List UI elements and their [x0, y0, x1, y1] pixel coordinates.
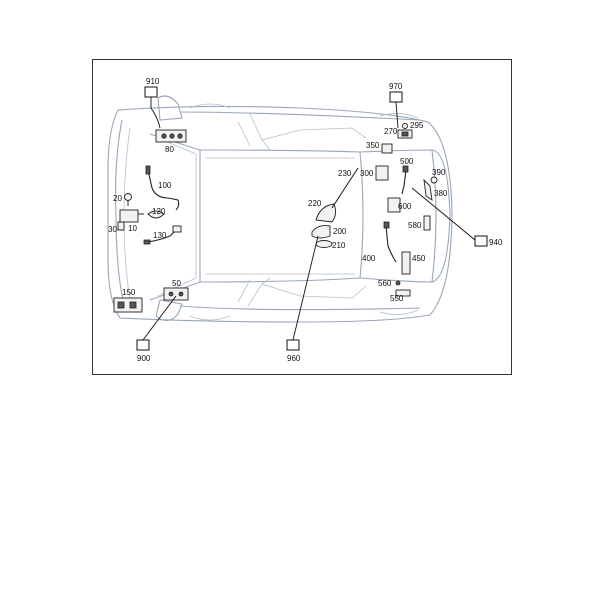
- label-600: 600: [398, 202, 412, 211]
- part-50: [163, 287, 189, 301]
- label-580: 580: [408, 221, 422, 230]
- label-910: 910: [146, 77, 160, 86]
- label-130: 130: [153, 231, 167, 240]
- label-450: 450: [412, 254, 426, 263]
- part-300: [375, 165, 389, 181]
- label-350: 350: [366, 141, 380, 150]
- label-200: 200: [333, 227, 347, 236]
- label-560: 560: [378, 279, 392, 288]
- connector-900: [136, 295, 177, 351]
- part-200: [311, 225, 331, 239]
- part-350: [381, 143, 393, 154]
- part-295: [402, 123, 408, 129]
- part-500: [401, 165, 409, 195]
- label-295: 295: [410, 121, 424, 130]
- part-600: [387, 197, 401, 213]
- part-80: [155, 129, 187, 143]
- label-940: 940: [489, 238, 503, 247]
- label-270: 270: [384, 127, 398, 136]
- part-210: [315, 240, 333, 248]
- part-130: [143, 225, 182, 245]
- part-450: [401, 251, 411, 275]
- label-970: 970: [389, 82, 403, 91]
- label-50: 50: [172, 279, 181, 288]
- label-300: 300: [360, 169, 374, 178]
- label-150: 150: [122, 288, 136, 297]
- connector-910: [144, 86, 161, 129]
- label-20: 20: [113, 194, 122, 203]
- label-960: 960: [287, 354, 301, 363]
- label-80: 80: [165, 145, 174, 154]
- label-380: 380: [434, 189, 448, 198]
- label-10: 10: [128, 224, 137, 233]
- label-500: 500: [400, 157, 414, 166]
- part-390: [430, 176, 438, 184]
- label-400: 400: [362, 254, 376, 263]
- label-900: 900: [137, 354, 151, 363]
- callout-labels: 910 80 100 20 120 30 10 130 150 50 900 2…: [108, 77, 503, 363]
- part-580: [423, 215, 431, 231]
- label-550: 550: [390, 294, 404, 303]
- part-30: [117, 221, 125, 231]
- label-230: 230: [338, 169, 352, 178]
- connector-970: [389, 91, 403, 129]
- part-560: [395, 280, 401, 286]
- part-400: [383, 221, 397, 263]
- part-20: [124, 193, 132, 206]
- part-150: [113, 297, 143, 313]
- part-100: [145, 165, 180, 211]
- part-380: [423, 178, 433, 201]
- label-120: 120: [152, 207, 166, 216]
- connector-940: [411, 187, 488, 247]
- connector-960: [286, 235, 319, 351]
- part-120: [147, 210, 165, 219]
- part-230: [331, 167, 359, 209]
- label-220: 220: [308, 199, 322, 208]
- label-100: 100: [158, 181, 172, 190]
- part-550: [395, 289, 411, 297]
- part-270: [397, 129, 413, 139]
- label-390: 390: [432, 168, 446, 177]
- label-210: 210: [332, 241, 346, 250]
- label-30: 30: [108, 225, 117, 234]
